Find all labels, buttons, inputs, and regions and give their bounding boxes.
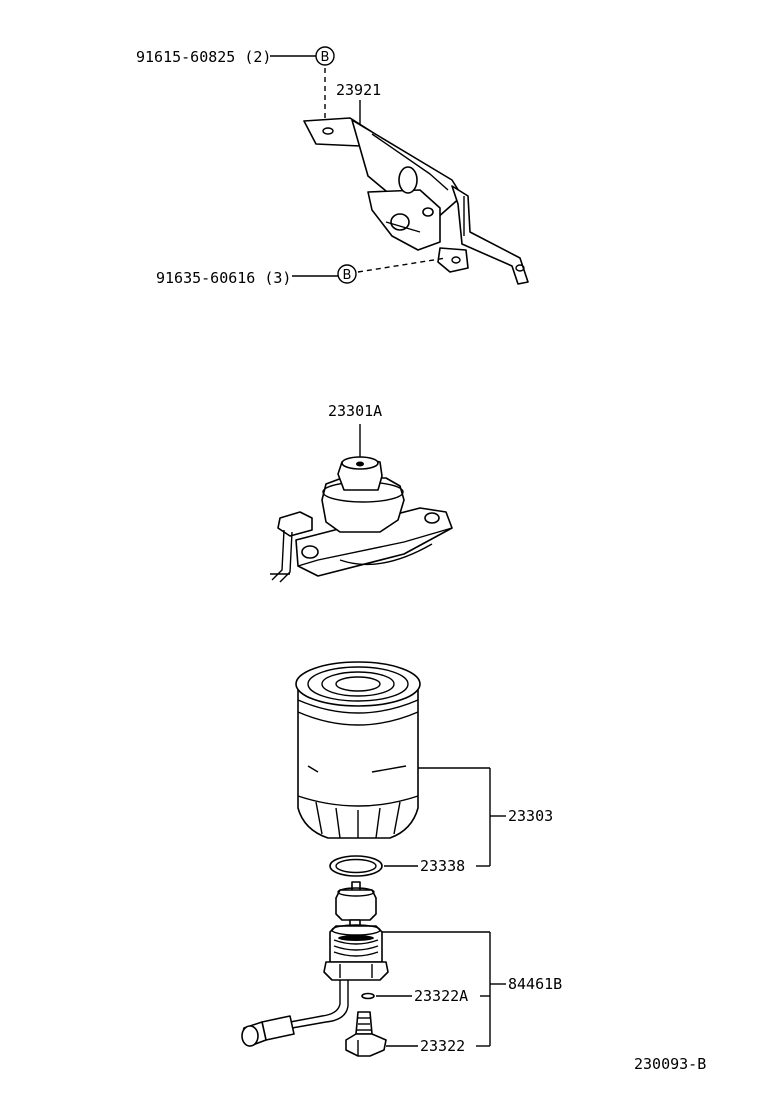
reference-b-circle bbox=[315, 46, 335, 66]
sensor-drawing bbox=[241, 881, 389, 1047]
reference-b-letter-lower: B bbox=[343, 268, 352, 283]
drain-plug-drawing bbox=[345, 1011, 387, 1057]
filter-element-callout[interactable]: 23303 bbox=[418, 767, 553, 866]
bracket-part-number: 23921 bbox=[336, 81, 381, 99]
filter-element-part-number: 23303 bbox=[508, 807, 553, 825]
bracket-drawing bbox=[303, 117, 529, 285]
filter-head-part-number: 23301A bbox=[328, 402, 382, 420]
filter-head-drawing bbox=[270, 456, 453, 583]
small-ring-callout[interactable]: 23322A bbox=[376, 987, 490, 1005]
bolt-lower-part-number: 91635-60616 (3) bbox=[156, 269, 291, 287]
drain-plug-part-number: 23322 bbox=[420, 1037, 465, 1055]
o-ring-callout[interactable]: 23338 bbox=[384, 857, 490, 875]
drain-plug-callout[interactable]: 23322 bbox=[386, 1037, 490, 1055]
filter-head-callout[interactable]: 23301A bbox=[328, 402, 382, 462]
small-ring-drawing bbox=[361, 992, 375, 1000]
diagram-id: 230093-B bbox=[634, 1055, 706, 1073]
bolt-upper-part-number: 91615-60825 (2) bbox=[136, 48, 271, 66]
bolt-lower-callout[interactable]: 91635-60616 (3) B bbox=[156, 257, 447, 287]
reference-b-letter: B bbox=[321, 50, 330, 65]
sensor-assy-part-number: 84461B bbox=[508, 975, 562, 993]
filter-element-drawing bbox=[295, 661, 421, 839]
reference-b-circle-lower bbox=[337, 264, 357, 284]
small-ring-part-number: 23322A bbox=[414, 987, 468, 1005]
o-ring-part-number: 23338 bbox=[420, 857, 465, 875]
sensor-assy-callout[interactable]: 84461B bbox=[382, 931, 562, 1046]
bolt-upper-callout[interactable]: 91615-60825 (2) B bbox=[136, 46, 335, 125]
o-ring-drawing bbox=[329, 855, 383, 877]
